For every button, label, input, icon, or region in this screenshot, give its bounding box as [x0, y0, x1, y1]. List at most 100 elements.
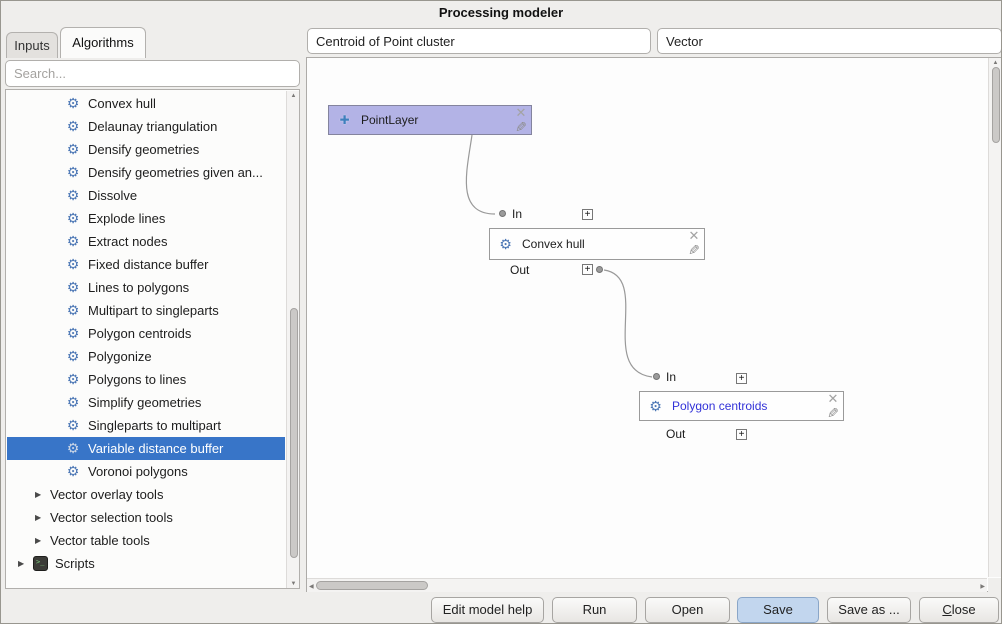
tree-item-voronoi-polygons[interactable]: ⚙Voronoi polygons	[7, 460, 285, 483]
model-group-field[interactable]	[657, 28, 1001, 54]
algorithm-gear-icon: ⚙	[499, 235, 512, 252]
gear-icon: ⚙	[66, 371, 80, 387]
tree-group-label: Scripts	[55, 556, 95, 571]
gear-icon: ⚙	[66, 164, 80, 180]
tree-item-polygonize[interactable]: ⚙Polygonize	[7, 345, 285, 368]
gear-icon: ⚙	[66, 440, 80, 456]
gear-icon: ⚙	[66, 417, 80, 433]
edit-model-help-button[interactable]: Edit model help	[431, 597, 544, 623]
node-label: Convex hull	[522, 237, 585, 251]
polygon-centroids-out-expand[interactable]: +	[736, 429, 747, 440]
tab-algorithms[interactable]: Algorithms	[60, 27, 146, 58]
search-input[interactable]	[5, 60, 300, 87]
edit-node-icon[interactable]: ✎	[515, 119, 527, 135]
gear-icon: ⚙	[66, 233, 80, 249]
tree-item-polygon-centroids[interactable]: ⚙ Polygon centroids	[7, 322, 285, 345]
window-title: Processing modeler	[438, 5, 564, 20]
gear-icon: ⚙	[66, 302, 80, 318]
polygon-centroids-out-label: Out	[666, 427, 686, 441]
node-polygon-centroids[interactable]: ⚙ Polygon centroids ✕ ✎	[639, 391, 844, 421]
edit-node-icon[interactable]: ✎	[827, 405, 839, 421]
algorithm-tree-panel: ⚙Convex hull ⚙Delaunay triangulation ⚙De…	[5, 89, 300, 589]
tree-item-fixed-distance-buffer[interactable]: ⚙Fixed distance buffer	[7, 253, 285, 276]
tree-item-label: Simplify geometries	[88, 395, 202, 410]
tree-item-densify-geometries[interactable]: ⚙ Densify geometries	[7, 138, 285, 161]
tree-item-multipart-to-singleparts[interactable]: ⚙Multipart to singleparts	[7, 299, 285, 322]
convex-hull-out-port[interactable]	[596, 266, 603, 273]
polygon-centroids-in-port[interactable]	[653, 373, 660, 380]
convex-hull-in-port[interactable]	[499, 210, 506, 217]
convex-hull-out-label: Out	[510, 263, 530, 277]
tree-scrollbar[interactable]: ▲ ▼	[286, 91, 299, 588]
tree-item-simplify-geometries[interactable]: ⚙Simplify geometries	[7, 391, 285, 414]
delete-node-icon[interactable]: ✕	[515, 105, 527, 120]
save-as-button[interactable]: Save as ...	[827, 597, 911, 623]
node-pointlayer[interactable]: ✚ PointLayer ✕ ✎	[328, 105, 532, 135]
polygon-centroids-in-label: In	[666, 370, 677, 384]
delete-node-icon[interactable]: ✕	[688, 228, 700, 243]
algorithm-gear-icon: ⚙	[649, 397, 662, 414]
tree-item-extract-nodes[interactable]: ⚙ Extract nodes	[7, 230, 285, 253]
scroll-up-icon[interactable]: ▲	[992, 60, 999, 66]
tree-item-dissolve[interactable]: ⚙ Dissolve	[7, 184, 285, 207]
gear-icon: ⚙	[66, 187, 80, 203]
scroll-left-icon[interactable]: ◀	[309, 584, 314, 590]
delete-node-icon[interactable]: ✕	[827, 391, 839, 406]
open-button[interactable]: Open	[645, 597, 730, 623]
tree-item-lines-to-polygons[interactable]: ⚙Lines to polygons	[7, 276, 285, 299]
collapsed-arrow-icon: ▶	[18, 559, 25, 568]
canvas-vertical-scrollbar[interactable]: ▲	[988, 58, 1001, 577]
canvas-horizontal-scrollbar[interactable]: ◀ ▶	[307, 578, 987, 592]
gear-icon: ⚙	[66, 141, 80, 157]
tree-item-label: Densify geometries	[88, 142, 200, 157]
tree-item-densify-geometries-given[interactable]: ⚙ Densify geometries given an...	[7, 161, 285, 184]
tree-scrollbar-thumb[interactable]	[290, 308, 298, 558]
tree-item-singleparts-to-multipart[interactable]: ⚙Singleparts to multipart	[7, 414, 285, 437]
tree-item-variable-distance-buffer[interactable]: ⚙Variable distance buffer	[7, 437, 285, 460]
polygon-centroids-in-expand[interactable]: +	[736, 373, 747, 384]
gear-icon: ⚙	[66, 463, 80, 479]
tree-item-label: Fixed distance buffer	[88, 257, 209, 272]
node-label: PointLayer	[361, 113, 419, 127]
convex-hull-in-expand[interactable]: +	[582, 209, 593, 220]
save-button[interactable]: Save	[737, 597, 819, 623]
convex-hull-out-expand[interactable]: +	[582, 264, 593, 275]
tree-group-scripts[interactable]: ▶ Scripts	[7, 552, 285, 575]
tree-item-label: Explode lines	[88, 211, 166, 226]
tree-item-label: Delaunay triangulation	[88, 119, 218, 134]
canvas-hscroll-thumb[interactable]	[316, 581, 428, 590]
model-name-field[interactable]	[307, 28, 651, 54]
node-convex-hull[interactable]: ⚙ Convex hull ✕ ✎	[489, 228, 705, 260]
tree-item-label: Densify geometries given an...	[88, 165, 263, 180]
convex-hull-in-label: In	[512, 207, 523, 221]
tree-item-label: Polygon centroids	[88, 326, 192, 341]
close-accelerator: C	[942, 602, 952, 617]
edit-node-icon[interactable]: ✎	[688, 242, 700, 258]
input-plus-icon: ✚	[339, 113, 350, 127]
scrollbar-corner	[988, 578, 1001, 592]
tree-group-label: Vector selection tools	[50, 510, 173, 525]
gear-icon: ⚙	[66, 325, 80, 341]
tree-group-vector-table-tools[interactable]: ▶Vector table tools	[7, 529, 285, 552]
tree-item-label: Convex hull	[88, 96, 156, 111]
model-canvas[interactable]: ✚ PointLayer ✕ ✎ In + ⚙ Convex hull ✕ ✎	[306, 57, 1001, 592]
tree-item-polygons-to-lines[interactable]: ⚙Polygons to lines	[7, 368, 285, 391]
scroll-right-icon[interactable]: ▶	[980, 584, 985, 590]
tree-item-label: Extract nodes	[88, 234, 168, 249]
scroll-up-icon[interactable]: ▲	[290, 93, 297, 99]
algorithm-tree: ⚙Convex hull ⚙Delaunay triangulation ⚙De…	[7, 92, 285, 575]
tree-group-vector-overlay-tools[interactable]: ▶Vector overlay tools	[7, 483, 285, 506]
tree-group-vector-selection-tools[interactable]: ▶Vector selection tools	[7, 506, 285, 529]
canvas-vscroll-thumb[interactable]	[992, 67, 1000, 143]
close-label-rest: lose	[951, 602, 976, 617]
tree-item-label: Dissolve	[88, 188, 138, 203]
tree-item-convex-hull[interactable]: ⚙ Convex hull	[7, 92, 285, 115]
gear-icon: ⚙	[66, 95, 80, 111]
run-button[interactable]: Run	[552, 597, 637, 623]
tab-inputs[interactable]: Inputs	[6, 32, 58, 58]
tree-item-explode-lines[interactable]: ⚙Explode lines	[7, 207, 285, 230]
scroll-down-icon[interactable]: ▼	[290, 581, 297, 587]
tree-item-delaunay-triangulation[interactable]: ⚙Delaunay triangulation	[7, 115, 285, 138]
close-button[interactable]: Close	[919, 597, 999, 623]
